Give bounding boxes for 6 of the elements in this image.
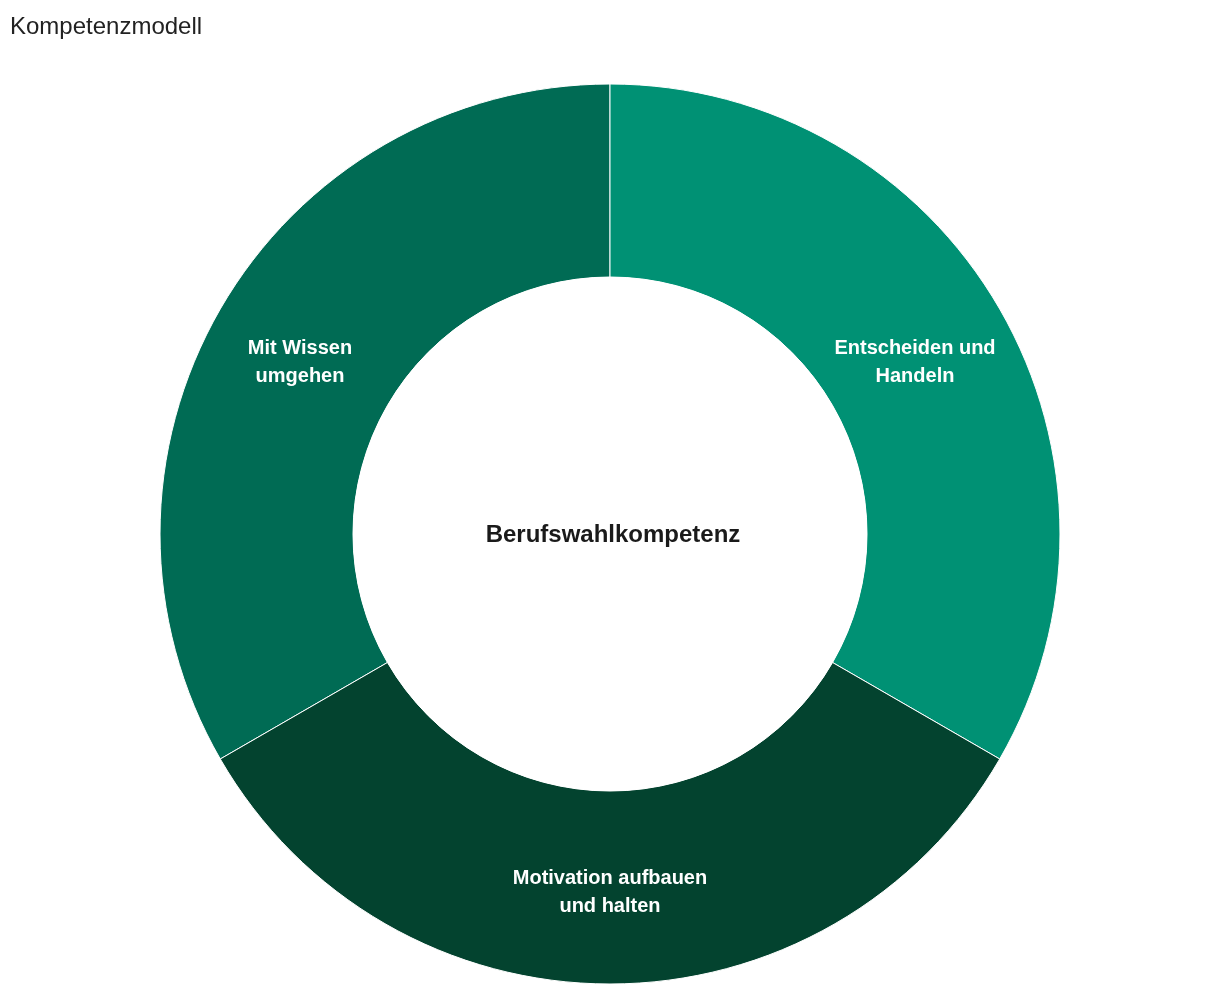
segment-label: Entscheiden und Handeln	[833, 335, 997, 388]
diagram-title: Kompetenzmodell	[10, 12, 203, 40]
ring-segment	[220, 662, 1000, 984]
segment-label: Motivation aufbauen und halten	[511, 865, 709, 918]
segment-label: Mit Wissen umgehen	[246, 335, 354, 388]
center-label: Berufswahlkompetenz	[484, 520, 742, 548]
